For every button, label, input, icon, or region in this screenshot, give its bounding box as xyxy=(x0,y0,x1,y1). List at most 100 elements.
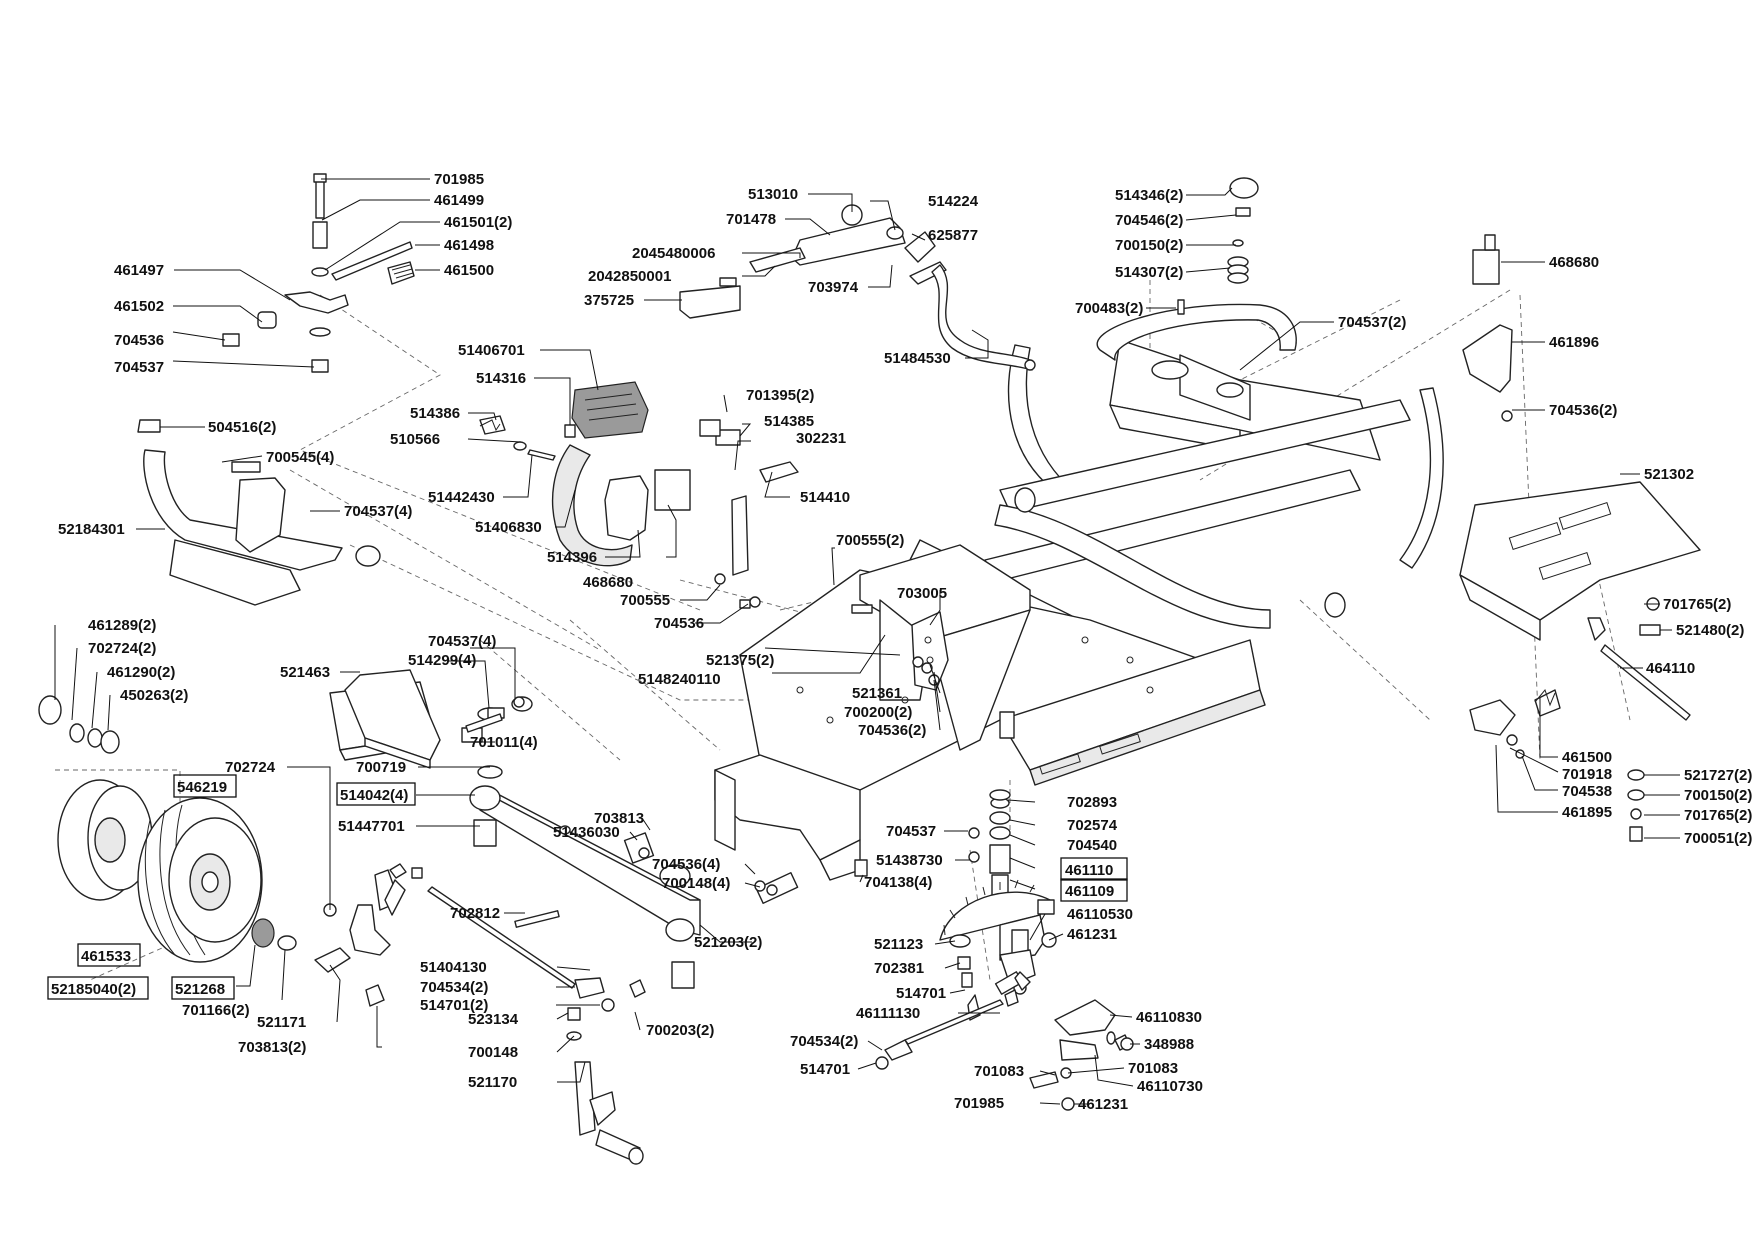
label-468680: 468680 xyxy=(583,574,633,591)
label-302231: 302231 xyxy=(796,430,846,447)
label-702724: 702724 xyxy=(225,759,276,776)
label-5148240110: 5148240110 xyxy=(638,671,721,688)
label-546219: 546219 xyxy=(177,779,227,796)
label-521170: 521170 xyxy=(468,1074,517,1091)
label-51436030: 51436030 xyxy=(553,824,620,841)
label-375725: 375725 xyxy=(584,292,634,309)
label-700148-4: 700148(4) xyxy=(662,875,730,892)
label-468680-b: 468680 xyxy=(1549,254,1599,271)
label-461499: 461499 xyxy=(434,192,484,209)
label-700483: 700483(2) xyxy=(1075,300,1143,317)
label-701918: 701918 xyxy=(1562,766,1612,783)
steering-sector-assembly xyxy=(939,797,1057,1021)
label-461500: 461500 xyxy=(444,262,494,279)
tie-rod-assembly xyxy=(389,863,646,1012)
label-461498: 461498 xyxy=(444,237,494,254)
label-704536-b: 704536 xyxy=(654,615,704,632)
part-number-labels: 701985 461499 461501(2) 461498 461497 46… xyxy=(51,171,1752,1113)
label-51447701: 51447701 xyxy=(338,818,405,835)
label-701765: 701765(2) xyxy=(1663,596,1731,613)
label-704536: 704536 xyxy=(114,332,164,349)
label-461110: 461110 xyxy=(1065,862,1113,879)
label-704537-e: 704537 xyxy=(886,823,936,840)
label-461896: 461896 xyxy=(1549,334,1599,351)
label-46111130: 46111130 xyxy=(856,1005,920,1022)
label-625877: 625877 xyxy=(928,227,978,244)
label-450263: 450263(2) xyxy=(120,687,188,704)
label-704546: 704546(2) xyxy=(1115,212,1183,229)
label-461231-b: 461231 xyxy=(1078,1096,1128,1113)
label-704138: 704138(4) xyxy=(864,874,932,891)
label-701166: 701166(2) xyxy=(182,1002,250,1019)
label-461500-b: 461500 xyxy=(1562,749,1612,766)
label-521203: 521203(2) xyxy=(694,934,762,951)
label-703813-2: 703813(2) xyxy=(238,1039,306,1056)
label-46110530: 46110530 xyxy=(1067,906,1133,923)
label-461109: 461109 xyxy=(1065,883,1114,900)
label-523134: 523134 xyxy=(468,1011,519,1028)
label-514307: 514307(2) xyxy=(1115,264,1183,281)
label-704537-4: 704537(4) xyxy=(344,503,412,520)
label-51406701: 51406701 xyxy=(458,342,525,359)
label-514701-2: 514701(2) xyxy=(420,997,488,1014)
label-521361: 521361 xyxy=(852,685,902,702)
label-51442430: 51442430 xyxy=(428,489,495,506)
leader-lines xyxy=(54,178,1680,1105)
boxed-label-frames xyxy=(47,774,1128,1000)
label-348988: 348988 xyxy=(1144,1036,1194,1053)
label-514701-c: 514701 xyxy=(800,1061,850,1078)
label-514042: 514042(4) xyxy=(340,787,408,804)
label-702724-2: 702724(2) xyxy=(88,640,156,657)
label-514385: 514385 xyxy=(764,413,814,430)
label-704537-d: 704537(4) xyxy=(428,633,496,650)
label-510566: 510566 xyxy=(390,431,440,448)
dash-plate-parts xyxy=(851,604,949,691)
label-514316: 514316 xyxy=(476,370,526,387)
label-51406830: 51406830 xyxy=(475,519,542,536)
label-51484530: 51484530 xyxy=(884,350,951,367)
label-464110: 464110 xyxy=(1646,660,1695,677)
label-700555: 700555 xyxy=(620,592,670,609)
label-701395: 701395(2) xyxy=(746,387,814,404)
label-514410: 514410 xyxy=(800,489,850,506)
label-700150-b: 700150(2) xyxy=(1684,787,1752,804)
label-700148: 700148 xyxy=(468,1044,518,1061)
label-700719: 700719 xyxy=(356,759,406,776)
label-461289: 461289(2) xyxy=(88,617,156,634)
brake-lever-assembly xyxy=(679,204,1036,371)
steering-bushing-stack xyxy=(854,789,1011,877)
label-46110830: 46110830 xyxy=(1136,1009,1202,1026)
label-704536-2: 704536(2) xyxy=(1549,402,1617,419)
brake-linkage-assembly xyxy=(222,173,415,373)
label-700203: 700203(2) xyxy=(646,1022,714,1039)
label-701478: 701478 xyxy=(726,211,776,228)
label-700150: 700150(2) xyxy=(1115,237,1183,254)
label-514396: 514396 xyxy=(547,549,597,566)
label-704536-d: 704536(2) xyxy=(858,722,926,739)
label-514701-b: 514701 xyxy=(896,985,946,1002)
label-521375: 521375(2) xyxy=(706,652,774,669)
label-521123: 521123 xyxy=(874,936,923,953)
label-2045480006: 2045480006 xyxy=(632,245,715,262)
label-701083-b: 701083 xyxy=(1128,1060,1178,1077)
label-2042850001: 2042850001 xyxy=(588,268,671,285)
label-704537: 704537 xyxy=(114,359,164,376)
label-461533: 461533 xyxy=(81,948,131,965)
label-513010: 513010 xyxy=(748,186,798,203)
pedal-assembly xyxy=(479,381,799,609)
label-700555-2: 700555(2) xyxy=(836,532,904,549)
label-701985: 701985 xyxy=(434,171,484,188)
label-704536-4: 704536(4) xyxy=(652,856,720,873)
label-514346: 514346(2) xyxy=(1115,187,1183,204)
label-514386: 514386 xyxy=(410,405,460,422)
label-504516: 504516(2) xyxy=(208,419,276,436)
label-461290: 461290(2) xyxy=(107,664,175,681)
label-702574: 702574 xyxy=(1067,817,1118,834)
label-521171: 521171 xyxy=(257,1014,306,1031)
drag-link-assembly xyxy=(875,989,1134,1111)
label-704534-2: 704534(2) xyxy=(790,1033,858,1050)
label-703005: 703005 xyxy=(897,585,947,602)
label-461501: 461501(2) xyxy=(444,214,512,231)
label-704538: 704538 xyxy=(1562,783,1612,800)
